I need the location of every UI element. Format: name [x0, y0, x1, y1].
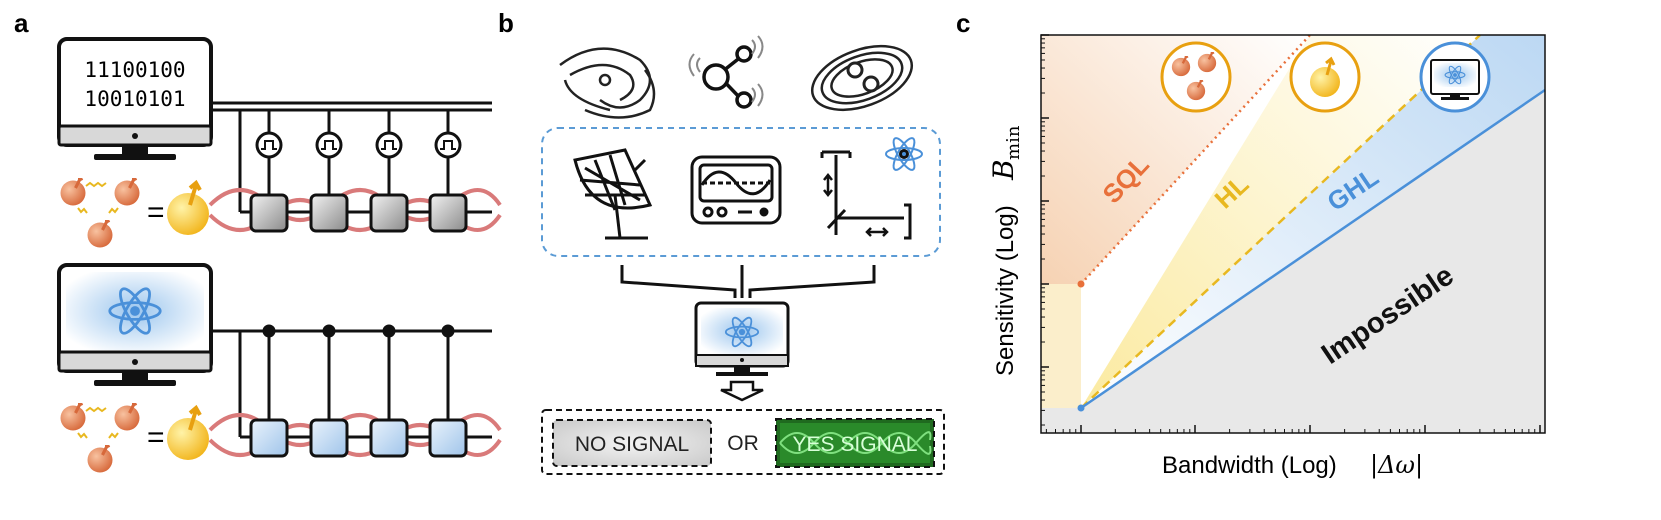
classical-spins-circle-icon: [1160, 41, 1232, 113]
qubit-icon-top: [167, 179, 209, 235]
chart-plot-area: SQL HL GHL Impossible: [1040, 34, 1546, 434]
no-signal-box: [552, 419, 712, 467]
hl-line: [1080, 34, 1481, 409]
classical-computer-icon: [57, 37, 213, 160]
binary-system-icon: [810, 44, 914, 112]
classical-bus: [211, 101, 492, 212]
yes-signal-box: [775, 418, 935, 468]
quantum-computer-circle-icon: [1419, 41, 1491, 113]
x-axis-label: Bandwidth (Log): [1162, 452, 1337, 479]
equals-sign-bottom: =: [147, 421, 165, 454]
classical-control-pulses: [255, 110, 462, 195]
hl-left-band: [1041, 284, 1081, 408]
panel-label-a: a: [14, 8, 29, 38]
y-axis-math-label: B: [987, 159, 1020, 181]
bit-string-1: 11100100: [84, 58, 185, 82]
equals-sign-top: =: [147, 196, 165, 229]
panel-label-b: b: [498, 8, 514, 38]
quantum-computer-icon: [57, 263, 213, 386]
oscilloscope-icon: [690, 155, 782, 225]
sql-start-point: [1077, 280, 1085, 288]
x-axis-math-label: |Δω|: [1370, 451, 1423, 480]
x-axis-minor-ticks: [1045, 429, 1536, 433]
quantum-spin-circle-icon: [1289, 41, 1361, 113]
gravitational-wave-molecule-icon: [688, 35, 764, 109]
x-axis-ticks: [1080, 425, 1541, 433]
quantum-control-lines: [211, 324, 492, 437]
down-arrow-icon: [720, 380, 764, 402]
radio-telescope-icon: [573, 148, 653, 240]
spin-ensemble-icon-top: [58, 178, 142, 250]
black-hole-accretion-icon: [559, 47, 656, 119]
qubit-icon-bottom: [167, 404, 209, 460]
bit-string-2: 10010101: [84, 87, 185, 111]
output-box: [541, 409, 945, 475]
no-signal-label: NO SIGNAL: [575, 433, 689, 456]
yes-signal-label: YES SIGNAL: [793, 433, 918, 456]
classical-sensor-modules: [249, 193, 468, 233]
y-axis-ticks: [1041, 34, 1049, 368]
sql-line: [1080, 34, 1311, 285]
sql-band: [1041, 35, 1310, 284]
impossible-region: [1041, 90, 1545, 433]
data-merge-lines: [620, 265, 876, 298]
ghl-line: [1080, 88, 1546, 410]
ghl-start-point: [1077, 404, 1085, 412]
interferometer-icon: [820, 134, 924, 240]
y-axis-label: Sensitivity (Log): [992, 205, 1019, 376]
panel-label-c: c: [956, 8, 970, 38]
ghl-band: [1081, 35, 1545, 408]
or-label: OR: [727, 432, 759, 455]
y-axis-math-subscript: min: [1003, 125, 1024, 160]
detector-group-box: [541, 127, 941, 257]
quantum-sensor-modules: [249, 418, 468, 458]
central-quantum-computer-icon: [694, 301, 790, 376]
y-axis-minor-ticks: [1041, 38, 1045, 426]
spin-ensemble-icon-bottom: [58, 403, 142, 475]
